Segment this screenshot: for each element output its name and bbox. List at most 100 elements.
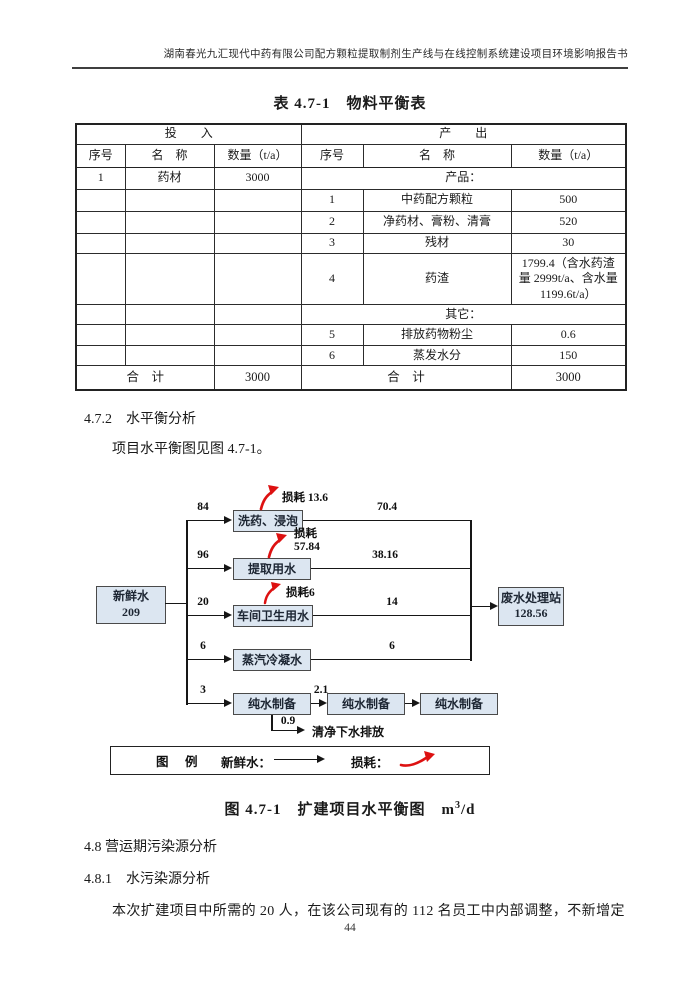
inflow-value: 96	[197, 548, 209, 561]
legend-loss-label: 损耗：	[351, 755, 389, 770]
empty-cell	[213, 304, 302, 326]
sink-name: 废水处理站	[500, 590, 561, 605]
table-row: 2 净药材、膏粉、清膏 520	[75, 210, 627, 234]
branch-line	[186, 519, 225, 522]
arrowhead-icon	[224, 563, 232, 572]
empty-cell	[124, 324, 215, 347]
branch-line	[186, 567, 225, 570]
output-item-no: 6	[300, 345, 364, 367]
input-total-label: 合 计	[75, 365, 215, 391]
loss-value: 损耗6	[286, 586, 315, 599]
branch-line	[186, 614, 225, 617]
legend-title: 图 例	[156, 754, 200, 769]
empty-cell	[213, 232, 302, 254]
empty-cell	[75, 188, 126, 212]
output-group-header: 产 出	[300, 123, 627, 145]
output-item-no: 3	[300, 232, 364, 254]
others-label-cell: 其它：	[300, 304, 627, 326]
flow-line	[470, 605, 491, 608]
empty-cell	[124, 232, 215, 254]
drain-label: 清净下水排放	[312, 724, 385, 739]
process-box-extraction: 提取用水	[233, 557, 311, 580]
table-row: 其它：	[75, 304, 627, 326]
sink-value: 128.56	[514, 606, 548, 621]
empty-cell	[75, 252, 126, 306]
page-header: 湖南春光九汇现代中药有限公司配方颗粒提取制剂生产线与在线控制系统建设项目环境影响…	[72, 0, 628, 69]
empty-cell	[75, 210, 126, 234]
empty-cell	[124, 345, 215, 367]
empty-cell	[75, 304, 126, 326]
section-472-paragraph: 项目水平衡图见图 4.7-1。	[112, 441, 271, 457]
flow-line	[303, 519, 470, 522]
loss-value: 57.84	[294, 540, 320, 553]
empty-cell	[75, 324, 126, 347]
input-row-qty: 3000	[213, 166, 302, 190]
drain-value: 0.9	[280, 714, 296, 727]
arrowhead-icon	[319, 698, 327, 707]
figure-caption-unit: /d	[460, 801, 476, 818]
inflow-value: 3	[200, 683, 206, 696]
empty-cell	[213, 210, 302, 234]
table-row: 1 药材 3000 产品：	[75, 166, 627, 190]
drain-line	[271, 714, 273, 731]
output-total-label: 合 计	[300, 365, 512, 391]
total-row: 合 计 3000 合 计 3000	[75, 365, 627, 391]
sink-box: 废水处理站 128.56	[498, 586, 564, 626]
arrowhead-icon	[224, 610, 232, 619]
process-box-pure-water-1: 纯水制备	[233, 692, 311, 715]
col-header-no: 序号	[75, 143, 126, 168]
empty-cell	[124, 252, 215, 306]
arrowhead-icon	[412, 698, 420, 707]
arrowhead-icon	[224, 654, 232, 663]
output-item-name: 残材	[362, 232, 512, 254]
output-item-name: 排放药物粉尘	[362, 324, 512, 347]
outflow-value: 70.4	[376, 500, 398, 513]
flow-line	[311, 567, 470, 570]
col-header-name: 名 称	[362, 143, 512, 168]
arrowhead-icon	[317, 754, 325, 763]
water-balance-diagram: 新鲜水 209 84 洗药、浸泡 70.4 损耗 13.6 96 提取用水 38…	[72, 474, 628, 775]
input-group-header: 投 入	[75, 123, 302, 145]
column-header-row: 序号 名 称 数量（t/a） 序号 名 称 数量（t/a）	[75, 143, 627, 168]
output-total-qty: 3000	[510, 365, 627, 391]
loss-value: 损耗 13.6	[282, 491, 328, 504]
trunk-line	[186, 519, 188, 705]
process-box-workshop: 车间卫生用水	[233, 604, 313, 627]
arrowhead-icon	[224, 698, 232, 707]
process-box-wash: 洗药、浸泡	[233, 509, 303, 532]
col-header-qty: 数量（t/a）	[213, 143, 302, 168]
table-caption: 表 4.7-1 物料平衡表	[273, 96, 427, 112]
output-item-name: 净药材、膏粉、清膏	[362, 210, 512, 234]
input-row-name: 药材	[124, 166, 215, 190]
group-header-row: 投 入 产 出	[75, 123, 627, 145]
loss-arrow-icon	[399, 750, 435, 767]
table-row: 5 排放药物粉尘 0.6	[75, 324, 627, 347]
arrowhead-icon	[490, 601, 498, 610]
arrowhead-icon	[297, 725, 305, 734]
input-row-no: 1	[75, 166, 126, 190]
source-name: 新鲜水	[112, 589, 149, 604]
output-item-no: 2	[300, 210, 364, 234]
output-item-name: 蒸发水分	[362, 345, 512, 367]
output-item-qty: 150	[510, 345, 627, 367]
outflow-value: 14	[386, 595, 398, 608]
table-row: 1 中药配方颗粒 500	[75, 188, 627, 212]
document-title: 湖南春光九汇现代中药有限公司配方颗粒提取制剂生产线与在线控制系统建设项目环境影响…	[163, 49, 628, 60]
outflow-value: 2.1	[313, 683, 329, 696]
collector-line	[470, 519, 472, 661]
col-header-name: 名 称	[124, 143, 215, 168]
empty-cell	[124, 210, 215, 234]
table-row: 6 蒸发水分 150	[75, 345, 627, 367]
source-value: 209	[122, 604, 140, 619]
process-box-pure-water-3: 纯水制备	[420, 692, 498, 715]
products-label-cell: 产品：	[300, 166, 627, 190]
output-item-no: 4	[300, 252, 364, 306]
empty-cell	[75, 232, 126, 254]
inflow-value: 20	[197, 595, 209, 608]
output-item-qty: 1799.4（含水药渣量 2999t/a、含水量 1199.6t/a）	[510, 252, 627, 306]
process-box-pure-water-2: 纯水制备	[327, 692, 405, 715]
loss-arrow-icon	[259, 484, 279, 511]
output-item-qty: 30	[510, 232, 627, 254]
section-heading-48: 4.8 营运期污染源分析	[84, 839, 217, 855]
output-item-no: 1	[300, 188, 364, 212]
